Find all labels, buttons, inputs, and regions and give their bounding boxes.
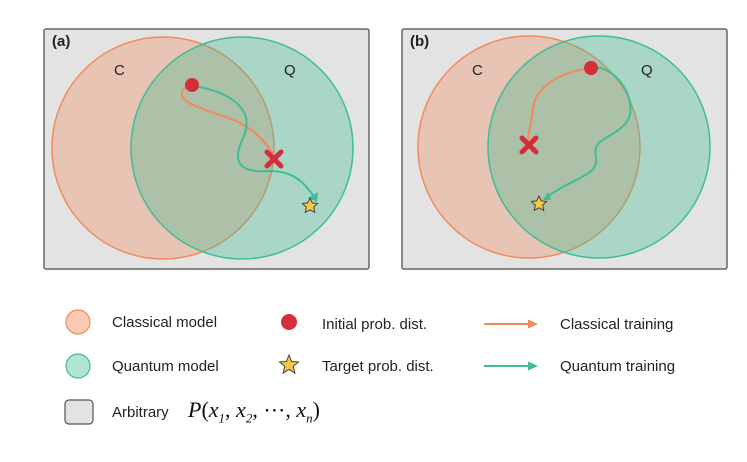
quantum-set-label: Q — [284, 62, 296, 79]
arbitrary-space-box — [43, 28, 370, 270]
panel-label: (b) — [410, 33, 430, 50]
panel-b-diagram — [401, 28, 728, 270]
panel-b: (b) C Q — [401, 28, 728, 270]
classical-training-arrow-icon — [484, 319, 538, 329]
classical-set-label: C — [472, 62, 483, 79]
panel-label: (a) — [52, 33, 71, 50]
target-star-icon — [530, 194, 548, 212]
quantum-model-circle — [130, 36, 354, 260]
quantum-arrowhead — [308, 192, 318, 202]
classical-training-path — [180, 84, 276, 159]
arbitrary-space-box — [401, 28, 728, 270]
legend-classical-model: Classical model — [112, 314, 218, 331]
quantum-training-path — [192, 85, 316, 199]
star-icon — [278, 353, 300, 375]
quantum-arrowhead — [543, 192, 551, 200]
initial-dist-dot — [584, 61, 598, 75]
legend-initial-dist: Initial prob. dist. — [322, 316, 428, 333]
arbitrary-swatch-icon — [64, 399, 94, 425]
legend-quantum-training: Quantum training — [560, 358, 676, 375]
legend-target-dist: Target prob. dist. — [322, 358, 434, 375]
panel-a: (a) C Q — [43, 28, 370, 270]
quantum-model-circle — [487, 35, 711, 259]
target-star-icon — [301, 196, 319, 214]
classical-end-cross-icon — [519, 135, 539, 155]
legend-arbitrary: Arbitrary — [112, 404, 169, 421]
classical-end-cross-icon — [264, 149, 284, 169]
quantum-training-path — [545, 66, 632, 199]
initial-dist-dot — [185, 78, 199, 92]
panel-a-diagram — [43, 28, 370, 270]
quantum-set-label: Q — [641, 62, 653, 79]
classical-training-path — [526, 67, 592, 145]
quantum-model-swatch-icon — [65, 353, 91, 379]
arbitrary-formula: P(x1, x2, ⋯, xn) — [188, 397, 320, 426]
quantum-training-arrow-icon — [484, 361, 538, 371]
red-dot-icon — [281, 314, 297, 330]
classical-set-label: C — [114, 62, 125, 79]
legend-classical-training: Classical training — [560, 316, 674, 333]
legend-quantum-model: Quantum model — [112, 358, 219, 375]
classical-model-swatch-icon — [65, 309, 91, 335]
